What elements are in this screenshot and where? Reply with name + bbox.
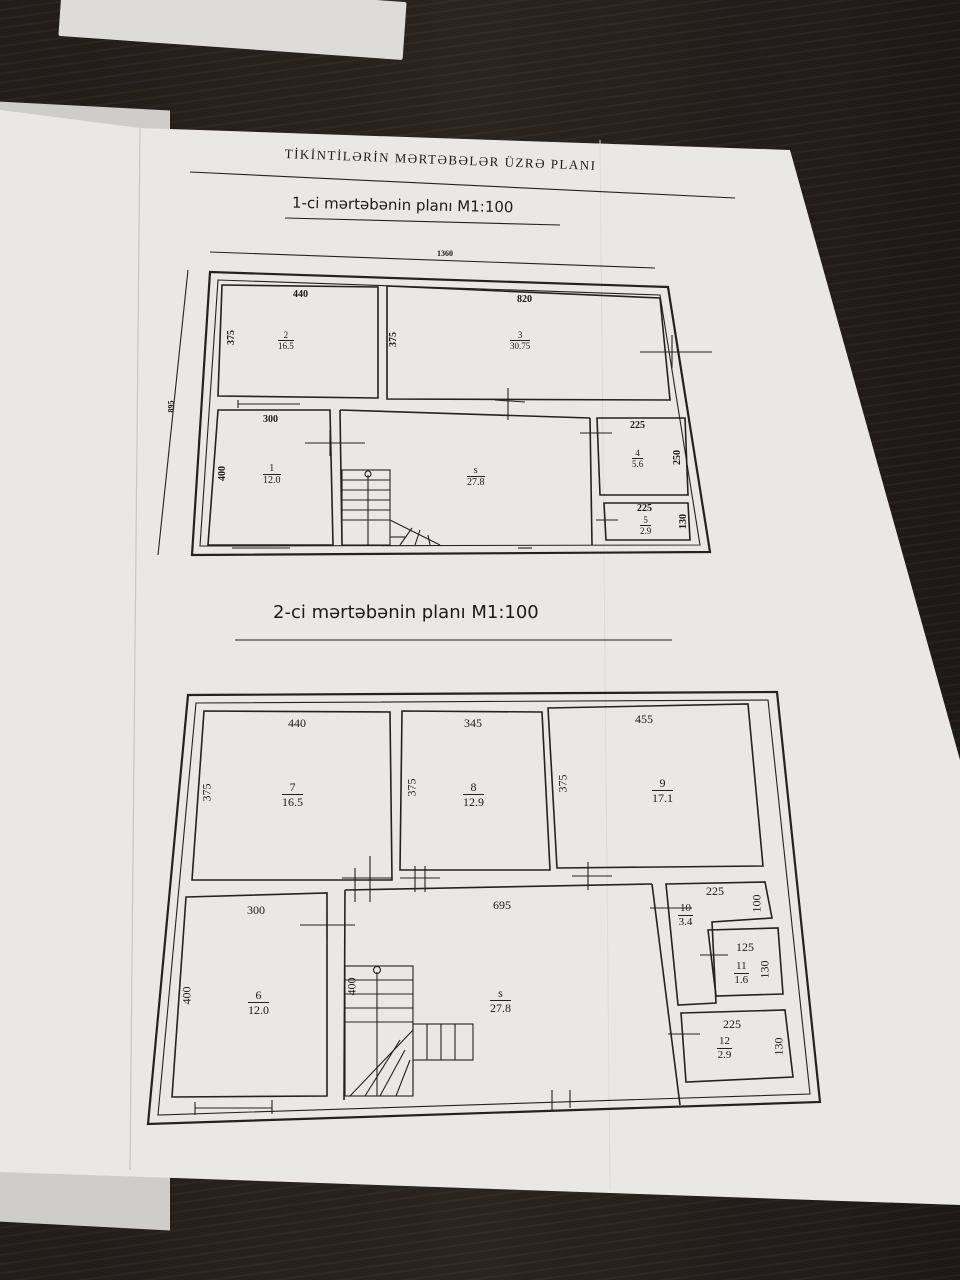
floor2-heading: 2-ci mərtəbənin planı M1:100: [273, 602, 539, 623]
room-number: s: [490, 986, 511, 1001]
room-number: 6: [248, 988, 269, 1003]
floor2-room7-depth: 375: [199, 783, 214, 802]
floor2-hall-label: s 27.8: [490, 986, 511, 1015]
floor1-overall-width: 1360: [437, 249, 453, 258]
room-number: 2: [278, 330, 294, 341]
floor1-stairs: [341, 469, 441, 546]
floor1-room3-width: 820: [517, 294, 532, 305]
room-area: 27.8: [490, 1001, 511, 1015]
room-area: 3.4: [678, 916, 693, 928]
floor2-room-9: [547, 703, 764, 869]
floor1-room2-depth: 375: [226, 330, 237, 345]
floor1-plan: [157, 251, 712, 557]
floor1-overall-depth: 895: [166, 400, 176, 413]
floor1-heading-underline: [284, 217, 561, 226]
floor2-room7-label: 7 16.5: [282, 780, 303, 809]
room-area: 27.8: [467, 477, 485, 488]
room-number: 12: [717, 1035, 732, 1049]
floor2-room9-depth: 375: [555, 774, 570, 793]
floor2-room-12: [680, 1009, 794, 1083]
floor1-room2-label: 2 16.5: [278, 330, 294, 351]
floor1-room4-label: 4 5.6: [632, 448, 644, 469]
floor1-room5-label: 5 2.9: [640, 515, 652, 536]
room-area: 16.5: [282, 795, 303, 809]
floor2-room10-width: 225: [706, 884, 724, 898]
room-area: 12.0: [263, 475, 281, 486]
room-number: 9: [652, 776, 673, 791]
floor2-room11-label: 11 1.6: [734, 960, 749, 987]
floor1-room1-depth: 400: [217, 466, 228, 481]
floor2-room10-depth: 100: [749, 894, 764, 913]
floor1-room1-width: 300: [263, 414, 278, 425]
room-area: 2.9: [640, 526, 652, 536]
floor1-room5-depth: 130: [678, 514, 689, 529]
floor1-room4-depth: 250: [672, 450, 683, 465]
room-area: 12.0: [248, 1003, 269, 1017]
floor1-width-dim-line: [209, 251, 656, 269]
floor2-room-8: [399, 710, 551, 871]
floor2-room8-depth: 375: [404, 778, 419, 797]
room-area: 2.9: [717, 1049, 732, 1061]
floor1-room-5: [603, 502, 691, 541]
floor2-stairs: [344, 965, 474, 1097]
floor2-room7-width: 440: [288, 716, 306, 730]
floor2-room11-width: 125: [736, 940, 754, 954]
room-number: 10: [678, 902, 693, 916]
room-area: 30.75: [510, 341, 531, 351]
floor2-room-10: [665, 881, 773, 1006]
floor2-room10-label: 10 3.4: [678, 902, 693, 929]
floor1-hall-label: s 27.8: [467, 465, 485, 488]
floor1-room-3: [386, 285, 671, 401]
floor2-room12-label: 12 2.9: [717, 1035, 732, 1062]
floor1-room-1: [207, 409, 334, 546]
floor2-room6-label: 6 12.0: [248, 988, 269, 1017]
floor2-room8-label: 8 12.9: [463, 780, 484, 809]
floor1-room3-label: 3 30.75: [510, 330, 531, 351]
floor1-room3-depth: 375: [388, 332, 399, 347]
floor2-room6-depth: 400: [179, 986, 194, 1005]
floor1-room1-label: 1 12.0: [263, 463, 281, 486]
room-number: 1: [263, 463, 281, 475]
floor1-room-2: [217, 284, 379, 399]
floor2-room-6: [171, 892, 328, 1098]
floor1-room2-width: 440: [293, 289, 308, 300]
floor2-room12-depth: 130: [771, 1037, 786, 1056]
floor2-room9-label: 9 17.1: [652, 776, 673, 805]
room-area: 12.9: [463, 795, 484, 809]
room-number: s: [467, 465, 485, 477]
room-number: 11: [734, 960, 749, 974]
floor1-room5-width: 225: [637, 503, 652, 514]
floor2-room12-width: 225: [723, 1017, 741, 1031]
room-area: 17.1: [652, 791, 673, 805]
room-area: 16.5: [278, 341, 294, 351]
room-number: 7: [282, 780, 303, 795]
room-area: 5.6: [632, 459, 644, 469]
floor2-outer-wall: [146, 690, 822, 1126]
floor2-room-11: [707, 927, 784, 997]
floor2-room8-width: 345: [464, 716, 482, 730]
room-number: 5: [640, 515, 652, 526]
floor2-room-7: [191, 710, 393, 881]
floor2-room11-depth: 130: [757, 960, 772, 979]
floor2-stair-depth: 400: [344, 977, 359, 996]
floor2-plan: [146, 690, 822, 1126]
floor2-room9-width: 455: [635, 712, 653, 726]
floor1-outer-wall: [190, 270, 712, 557]
floor1-room-4: [596, 417, 689, 496]
floor2-room6-width: 300: [247, 903, 265, 917]
room-number: 8: [463, 780, 484, 795]
room-number: 4: [632, 448, 644, 459]
room-number: 3: [510, 330, 531, 341]
floor1-depth-dim-line: [157, 269, 189, 556]
floor2-hall-width: 695: [493, 898, 511, 912]
room-area: 1.6: [734, 974, 749, 986]
title-underline: [189, 171, 736, 199]
floor1-room4-width: 225: [630, 420, 645, 431]
